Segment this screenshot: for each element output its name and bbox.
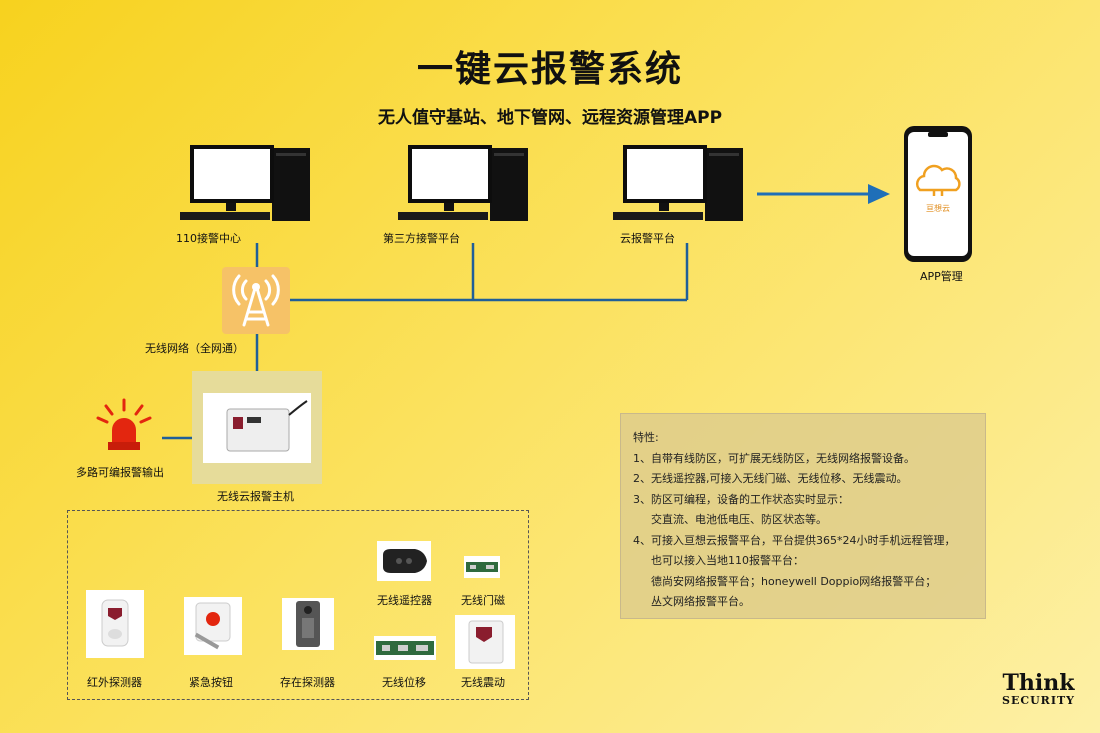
feature-line: 3、防区可编程，设备的工作状态实时显示： xyxy=(633,492,849,506)
app-label: APP管理 xyxy=(920,270,963,283)
output-label: 多路可编报警输出 xyxy=(76,466,164,479)
presence-detector-icon xyxy=(296,601,320,647)
brand-name: Think xyxy=(1002,670,1075,696)
feature-line: 交直流、电池低电压、防区状态等。 xyxy=(651,513,827,526)
infrared-detector-image xyxy=(86,590,144,658)
feature-line: 也可以接入当地110报警平台： xyxy=(651,554,804,567)
features-heading: 特性: xyxy=(633,431,659,444)
computer-label-110: 110接警中心 xyxy=(176,232,241,245)
feature-line: 1、自带有线防区，可扩展无线防区，无线网络报警设备。 xyxy=(633,451,915,465)
displacement-sensor-icon xyxy=(376,641,434,655)
computer-icon xyxy=(398,145,528,221)
antenna-icon xyxy=(232,274,280,327)
network-label: 无线网络（全网通） xyxy=(145,342,244,355)
host-device-icon xyxy=(226,400,308,452)
feature-line: 2、无线遥控器,可接入无线门磁、无线位移、无线震动。 xyxy=(633,472,908,485)
computer-label-cloud: 云报警平台 xyxy=(620,232,675,245)
page-title: 一键云报警系统 xyxy=(416,49,683,90)
computer-icon xyxy=(613,145,743,221)
brand-sub: SECURITY xyxy=(1002,694,1076,707)
computer-label-third-party: 第三方接警平台 xyxy=(383,232,460,245)
emergency-label: 紧急按钮 xyxy=(189,676,233,689)
presence-label: 存在探测器 xyxy=(280,676,335,689)
alarm-light-icon xyxy=(96,398,152,450)
emergency-button-image xyxy=(184,597,242,655)
infrared-detector-icon xyxy=(101,599,129,647)
door-sensor-image xyxy=(464,556,500,578)
vibration-sensor-icon xyxy=(468,620,504,664)
features-panel: 特性: 1、自带有线防区，可扩展无线防区，无线网络报警设备。 2、无线遥控器,可… xyxy=(620,413,986,619)
door-label: 无线门磁 xyxy=(461,594,505,607)
detector-group xyxy=(67,510,529,700)
displacement-label: 无线位移 xyxy=(382,676,426,689)
remote-control-icon xyxy=(383,549,427,573)
computer-icon xyxy=(180,145,310,221)
remote-label: 无线遥控器 xyxy=(377,594,432,607)
wireless-tower xyxy=(222,267,290,334)
feature-line: 德尚安网络报警平台；honeywell Doppio网络报警平台； xyxy=(651,574,937,588)
app-logo-text: 亘想云 xyxy=(926,204,950,213)
brand-logo: Think SECURITY xyxy=(1002,672,1075,707)
remote-control-image xyxy=(377,541,431,581)
emergency-button-icon xyxy=(194,602,231,650)
vibration-sensor-image xyxy=(455,615,515,669)
host-label: 无线云报警主机 xyxy=(217,490,294,503)
door-sensor-icon xyxy=(466,562,498,572)
page-subtitle: 无人值守基站、地下管网、远程资源管理APP xyxy=(377,108,723,128)
phone-icon xyxy=(904,126,972,262)
host-device-image xyxy=(203,393,311,463)
presence-detector-image xyxy=(282,598,334,650)
feature-line: 丛文网络报警平台。 xyxy=(651,595,750,608)
infrared-label: 红外探测器 xyxy=(87,676,142,689)
feature-line: 4、可接入亘想云报警平台，平台提供365*24小时手机远程管理， xyxy=(633,533,956,547)
vibration-label: 无线震动 xyxy=(461,676,505,689)
displacement-sensor-image xyxy=(374,636,436,660)
